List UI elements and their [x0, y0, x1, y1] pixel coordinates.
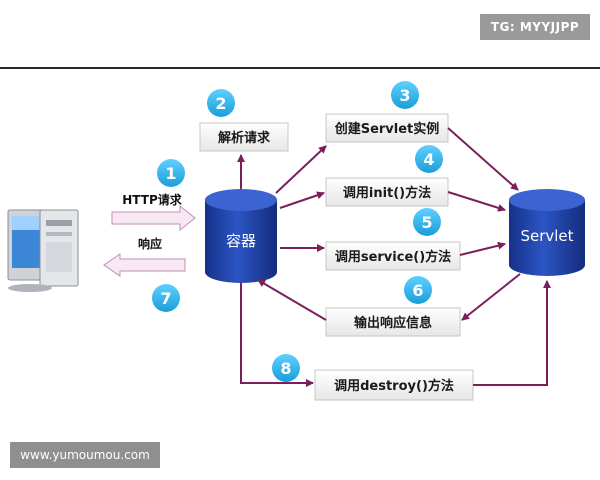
- step-box-call-service: 调用service()方法: [325, 241, 461, 271]
- svg-text:创建Servlet实例: 创建Servlet实例: [334, 121, 440, 137]
- svg-text:解析请求: 解析请求: [217, 130, 271, 146]
- step-box-call-init: 调用init()方法: [325, 177, 449, 207]
- svg-text:3: 3: [399, 86, 410, 105]
- response-label: 响应: [138, 236, 162, 251]
- servlet-label: Servlet: [520, 227, 573, 245]
- http-request-label: HTTP请求: [122, 192, 182, 207]
- svg-text:8: 8: [280, 359, 291, 378]
- arrow-service-to-servlet: [459, 241, 506, 256]
- svg-text:调用destroy()方法: 调用destroy()方法: [334, 378, 454, 394]
- step-number-6: 6: [404, 276, 432, 304]
- diagram-frame: [0, 67, 600, 412]
- step-number-5: 5: [413, 208, 441, 236]
- step-number-7: 7: [152, 284, 180, 312]
- step-number-1: 1: [157, 159, 185, 187]
- watermark-top-right: TG: MYYJJPP: [480, 14, 590, 40]
- servlet-cylinder: Servlet: [509, 189, 585, 276]
- arrow-destroy-to-servlet: [473, 280, 551, 386]
- arrow-container-to-init: [279, 191, 325, 209]
- computer-icon: [7, 209, 79, 292]
- step-box-create-instance: 创建Servlet实例: [325, 113, 449, 143]
- arrow-create-to-servlet: [447, 127, 519, 191]
- svg-text:6: 6: [412, 281, 423, 300]
- arrow-container-down: [240, 283, 314, 387]
- svg-text:输出响应信息: 输出响应信息: [354, 315, 432, 331]
- step-number-3: 3: [391, 81, 419, 109]
- arrow-output-to-container: [257, 279, 327, 321]
- svg-text:5: 5: [421, 213, 432, 232]
- container-cylinder: 容器: [205, 189, 277, 283]
- arrow-init-to-servlet: [447, 191, 506, 212]
- arrow-servlet-to-output: [461, 273, 521, 321]
- http-request-arrow: [111, 204, 196, 232]
- svg-text:1: 1: [165, 164, 176, 183]
- step-box-parse-request: 解析请求: [199, 122, 289, 152]
- svg-text:2: 2: [215, 94, 226, 113]
- svg-text:调用service()方法: 调用service()方法: [335, 249, 451, 265]
- step-number-2: 2: [207, 89, 235, 117]
- step-box-call-destroy: 调用destroy()方法: [314, 369, 474, 401]
- container-label: 容器: [226, 232, 256, 250]
- watermark-bottom-left: www.yumoumou.com: [10, 442, 160, 468]
- step-box-output-response: 输出响应信息: [325, 307, 461, 337]
- svg-text:调用init()方法: 调用init()方法: [343, 185, 431, 201]
- svg-text:4: 4: [423, 150, 434, 169]
- step-number-4: 4: [415, 145, 443, 173]
- response-arrow: [103, 253, 186, 277]
- svg-text:7: 7: [160, 289, 171, 308]
- arrow-container-to-create: [275, 145, 327, 194]
- step-number-8: 8: [272, 354, 300, 382]
